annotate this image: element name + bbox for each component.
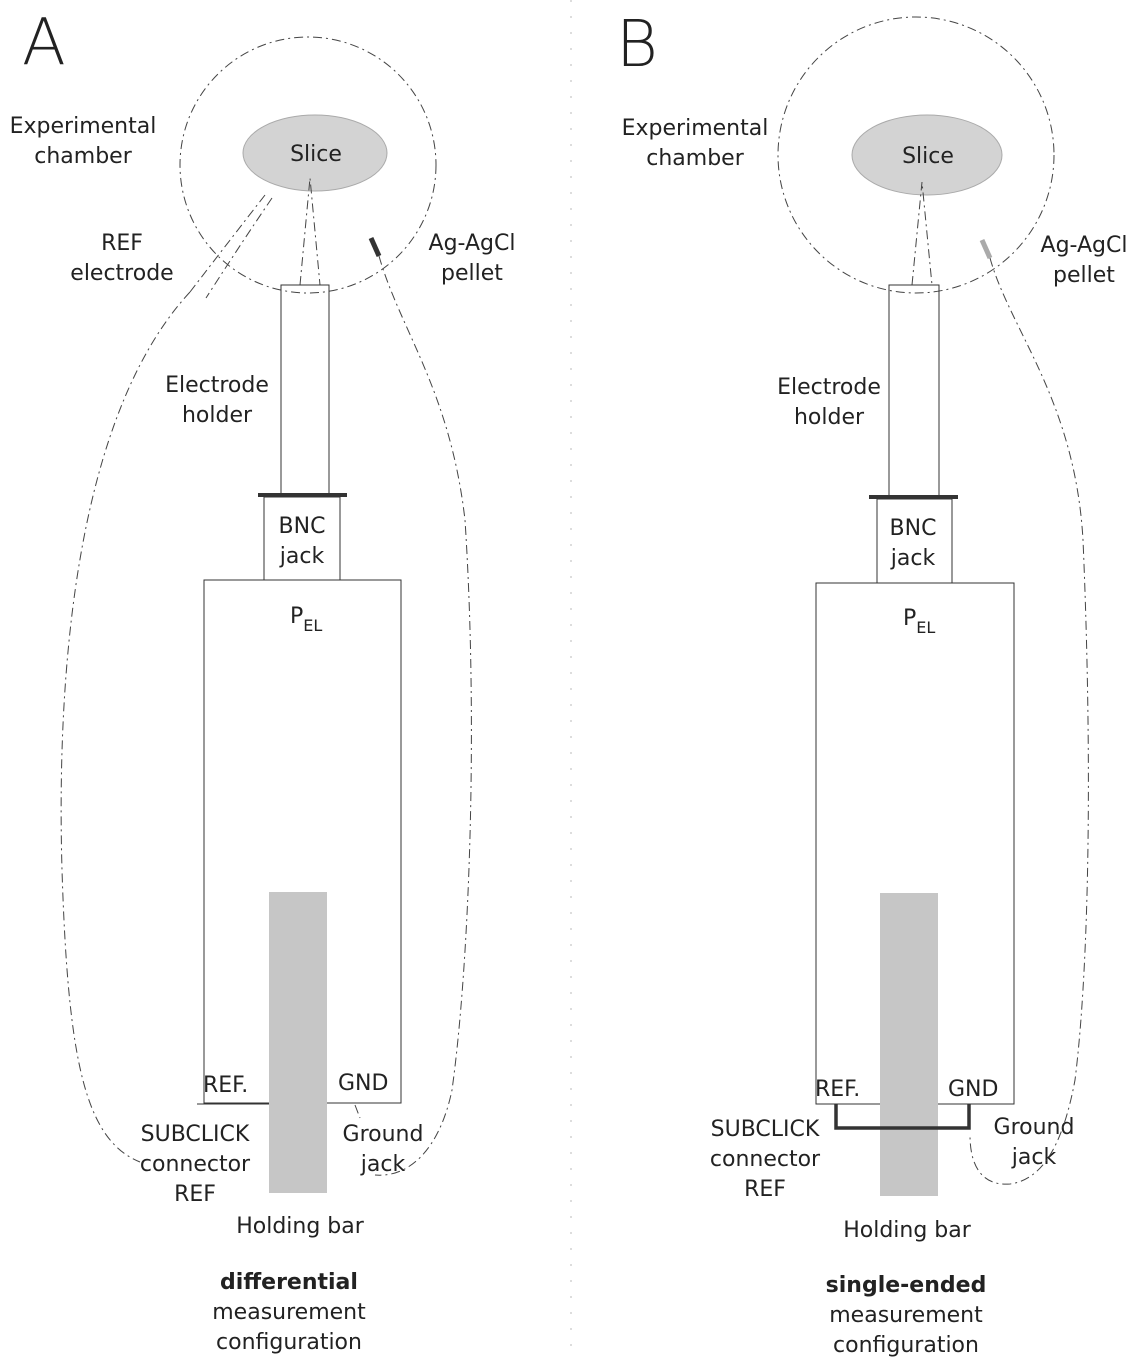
panel-b: B Experimental chamber Slice Ag-AgCl pel… [616, 8, 1127, 1358]
config-label-b-3: configuration [833, 1333, 979, 1358]
holding-bar-a [269, 892, 327, 1193]
subclick-label-b-2: connector [710, 1147, 821, 1172]
experimental-chamber-b [777, 16, 1055, 294]
subclick-label-a-2: connector [140, 1152, 251, 1177]
pel-sub-a: EL [303, 616, 322, 635]
bnc-label-b-2: jack [890, 546, 936, 571]
ground-jack-label-b-1: Ground [994, 1115, 1075, 1140]
gnd-port-label-a: GND [338, 1071, 388, 1096]
pel-main-b: P [903, 606, 916, 631]
chamber-label-a-2: chamber [34, 144, 132, 169]
electrode-holder-b [888, 284, 940, 498]
ground-jack-label-b-2: jack [1011, 1145, 1057, 1170]
slice-label-a: Slice [290, 142, 342, 167]
ref-port-label-b: REF. [815, 1077, 860, 1102]
subclick-label-a-1: SUBCLICK [141, 1122, 250, 1147]
ag-agcl-pellet-a [368, 236, 382, 258]
subclick-label-b-3: REF [744, 1177, 786, 1202]
ref-electrode-label-a-1: REF [101, 231, 143, 256]
electrode-tip-a [299, 177, 321, 286]
ref-electrode-label-a-2: electrode [70, 261, 173, 286]
ground-wire-b [969, 257, 1089, 1185]
ground-jack-label-a-2: jack [360, 1152, 406, 1177]
panel-b-letter: B [616, 8, 658, 82]
holder-label-b-2: holder [794, 405, 865, 430]
panel-a-letter: A [22, 6, 66, 80]
subclick-label-a-3: REF [174, 1182, 216, 1207]
experimental-chamber-a [179, 36, 437, 294]
ag-agcl-pellet-b [979, 238, 993, 260]
electrode-tip-b [911, 181, 933, 286]
holding-bar-label-a: Holding bar [236, 1214, 365, 1239]
slice-b [851, 114, 1003, 196]
pel-main-a: P [290, 604, 303, 629]
ref-electrode-line-a-1 [189, 194, 266, 293]
pellet-label-b-1: Ag-AgCl [1041, 233, 1128, 258]
gnd-port-label-b: GND [948, 1077, 998, 1102]
ground-jack-tick-a [354, 1104, 361, 1119]
bnc-label-a-2: jack [279, 544, 325, 569]
config-label-b-1: single-ended [826, 1273, 987, 1298]
config-label-a-1: differential [220, 1270, 358, 1295]
bnc-label-a-1: BNC [279, 514, 326, 539]
holding-bar-b [880, 893, 938, 1196]
panel-a: A Experimental chamber Slice REF electro… [10, 6, 516, 1355]
pel-label-a: PEL [290, 604, 322, 635]
chamber-label-b-1: Experimental [622, 116, 769, 141]
pellet-label-a-2: pellet [441, 261, 503, 286]
pel-label-b: PEL [903, 606, 935, 637]
ref-electrode-line-a-2 [205, 197, 273, 299]
ref-wire-a [60, 291, 191, 1163]
holder-label-a-1: Electrode [165, 373, 269, 398]
chamber-label-a-1: Experimental [10, 114, 157, 139]
holder-label-a-2: holder [182, 403, 253, 428]
ground-jack-label-a-1: Ground [343, 1122, 424, 1147]
slice-label-b: Slice [902, 144, 954, 169]
config-label-a-2: measurement [212, 1300, 366, 1325]
slice-a [242, 114, 388, 192]
config-label-a-3: configuration [216, 1330, 362, 1355]
chamber-label-b-2: chamber [646, 146, 744, 171]
electrode-holder-a [280, 284, 330, 496]
bnc-label-b-1: BNC [890, 516, 937, 541]
pellet-label-b-2: pellet [1053, 263, 1115, 288]
config-label-b-2: measurement [829, 1303, 983, 1328]
subclick-label-b-1: SUBCLICK [711, 1117, 820, 1142]
pellet-label-a-1: Ag-AgCl [429, 231, 516, 256]
pel-sub-b: EL [916, 618, 935, 637]
holder-label-b-1: Electrode [777, 375, 881, 400]
holding-bar-label-b: Holding bar [843, 1218, 972, 1243]
ground-wire-a [374, 255, 472, 1176]
ref-port-label-a: REF. [203, 1073, 248, 1098]
ref-gnd-jumper-b [834, 1104, 971, 1130]
